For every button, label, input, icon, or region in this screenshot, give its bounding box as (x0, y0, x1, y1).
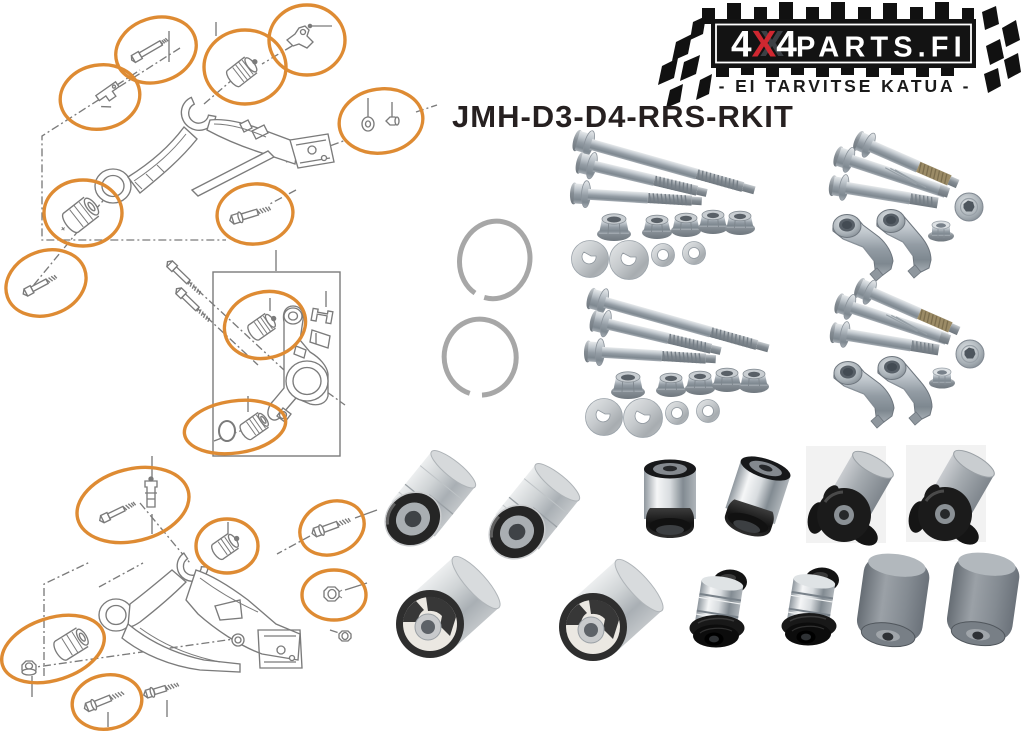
svg-text:4X4: 4X4 (731, 24, 797, 65)
svg-text:X: X (760, 23, 784, 64)
svg-text:- EI TARVITSE KATUA -: - EI TARVITSE KATUA - (719, 76, 972, 96)
svg-text:PARTS.FI: PARTS.FI (796, 32, 967, 64)
svg-text:JMH-D3-D4-RRS-RKIT: JMH-D3-D4-RRS-RKIT (452, 99, 794, 134)
